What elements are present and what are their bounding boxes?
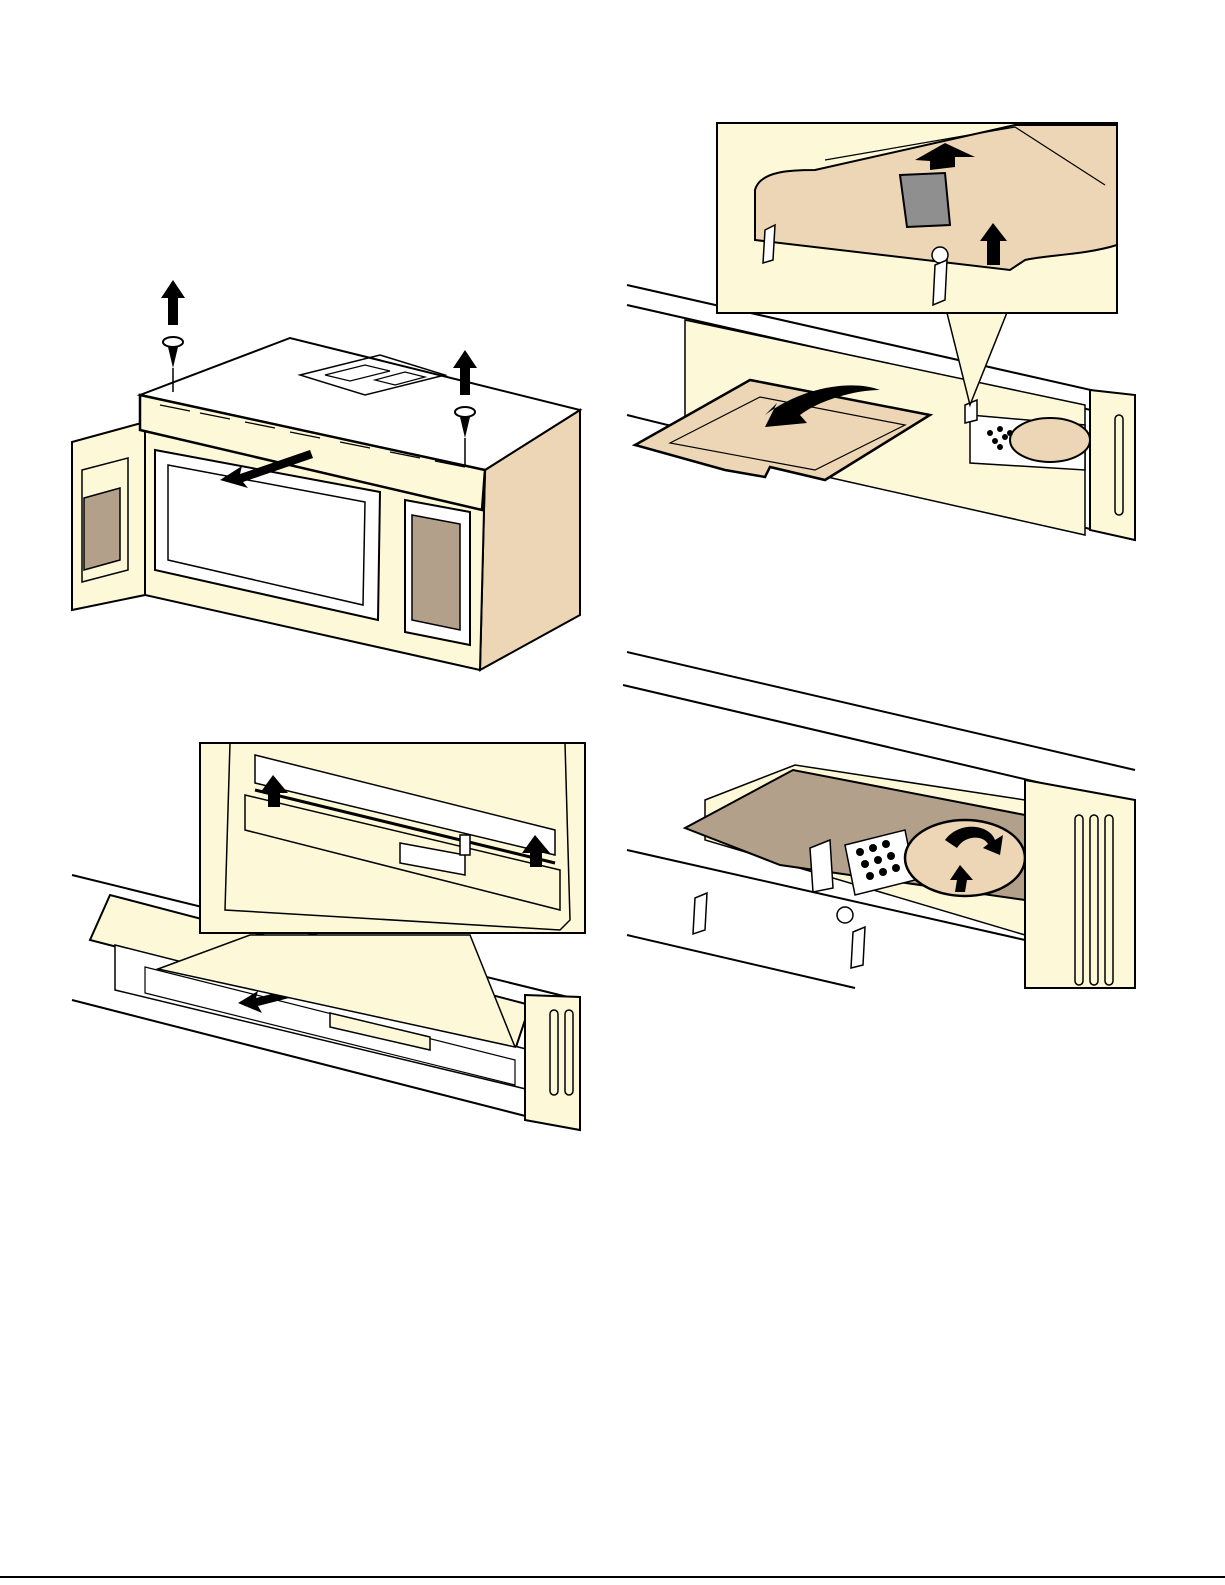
callout-zoom: [200, 743, 585, 933]
footer-rule: [0, 1576, 1225, 1578]
microwave-door: [72, 422, 145, 610]
figure-remove-grille: [60, 270, 600, 680]
figure-replace-bulb: [615, 640, 1145, 1010]
figure-release-filter: [60, 735, 600, 1135]
arrow-up-icon: [161, 280, 185, 325]
microwave-illustration: [60, 270, 600, 680]
cover-removal-illustration: [615, 115, 1145, 555]
filter-release-illustration: [60, 735, 600, 1135]
callout-zoom: [717, 123, 1117, 313]
bulb-replacement-illustration: [615, 640, 1145, 1010]
figure-remove-cover: [615, 115, 1145, 555]
light-bulb-icon: [1010, 418, 1090, 462]
